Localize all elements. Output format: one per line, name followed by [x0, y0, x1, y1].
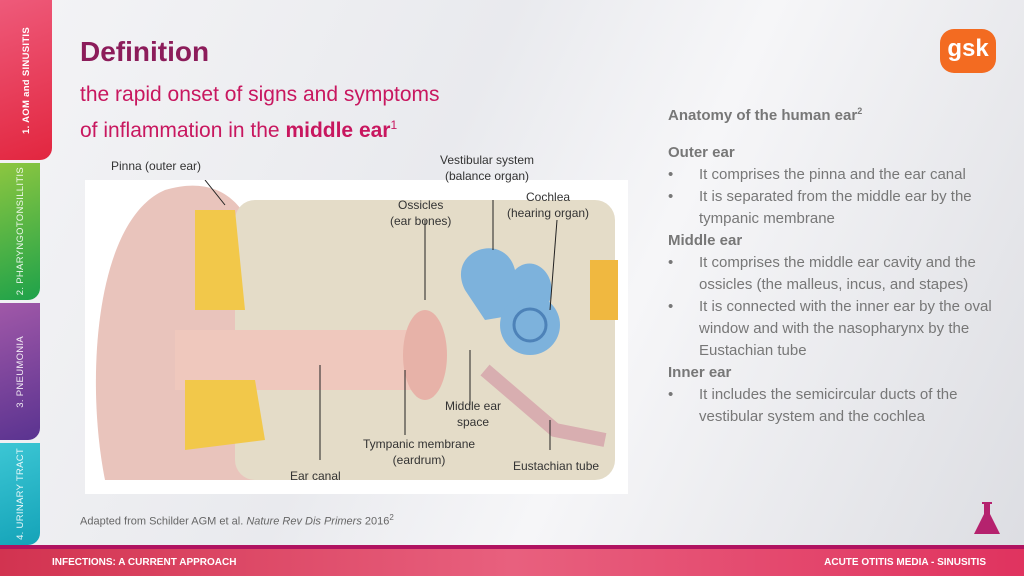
- label-vestibular: Vestibular system (balance organ): [440, 152, 534, 184]
- tab-label: 4. URINARY TRACT: [14, 448, 26, 540]
- tab-pneumonia[interactable]: 3. PNEUMONIA: [0, 303, 40, 440]
- label-text: (ear bones): [390, 214, 452, 228]
- tab-urinary-tract[interactable]: 4. URINARY TRACT: [0, 443, 40, 545]
- label-text: Vestibular system: [440, 153, 535, 167]
- ear-anatomy-figure: Pinna (outer ear) Vestibular system (bala…: [85, 153, 628, 494]
- label-pinna: Pinna (outer ear): [111, 159, 202, 173]
- list-item: It comprises the pinna and the ear canal: [668, 164, 998, 186]
- page-title: Definition: [80, 36, 210, 67]
- label-text: space: [457, 415, 490, 429]
- section-title: Middle ear: [668, 232, 743, 249]
- subtitle-bold: middle ear: [285, 119, 391, 142]
- subtitle-line2: of inflammation in the: [80, 119, 286, 142]
- citation-journal: Nature Rev Dis Primers: [246, 515, 362, 528]
- heading-sup: 2: [857, 106, 863, 116]
- tab-aom-sinusitis[interactable]: 1. AOM and SINUSITIS: [0, 0, 52, 160]
- label-text: Cochlea: [526, 190, 571, 204]
- label-text: Tympanic membrane: [363, 437, 476, 451]
- list-item: It is connected with the inner ear by th…: [668, 296, 998, 362]
- citation: Adapted from Schilder AGM et al. Nature …: [80, 513, 394, 528]
- label-tympanic: Tympanic membrane (eardrum): [363, 436, 475, 468]
- heading-text: Anatomy of the human ear: [668, 107, 858, 124]
- page-subtitle: the rapid onset of signs and symptoms of …: [80, 80, 440, 146]
- footer-bar: INFECTIONS: A CURRENT APPROACH ACUTE OTI…: [0, 545, 1024, 576]
- ear-illustration: [95, 180, 618, 480]
- label-middle-ear: Middle ear space: [445, 398, 501, 430]
- anatomy-heading: Anatomy of the human ear2: [668, 100, 998, 127]
- citation-year: 2016: [361, 515, 390, 528]
- label-cochlea: Cochlea (hearing organ): [507, 189, 589, 221]
- anatomy-panel: Anatomy of the human ear2 Outer ear It c…: [668, 100, 998, 428]
- footer-left: INFECTIONS: A CURRENT APPROACH: [52, 557, 237, 568]
- label-text: (hearing organ): [507, 206, 590, 220]
- section-title: Inner ear: [668, 364, 732, 381]
- label-eustachian: Eustachian tube: [513, 459, 600, 473]
- label-ossicles: Ossicles (ear bones): [390, 197, 451, 229]
- subtitle-line1: the rapid onset of signs and symptoms: [80, 83, 440, 106]
- citation-text: Adapted from Schilder AGM et al.: [80, 515, 247, 528]
- list-item: It is separated from the middle ear by t…: [668, 186, 998, 230]
- gsk-logo: gsk: [940, 29, 996, 73]
- tab-label: 3. PNEUMONIA: [14, 335, 26, 408]
- citation-sup: 2: [389, 513, 394, 522]
- list-item: It includes the semicircular ducts of th…: [668, 384, 998, 428]
- tab-label: 2. PHARYNGOTONSILLITIS: [14, 167, 26, 296]
- label-ear-canal: Ear canal: [290, 469, 341, 483]
- list-item: It comprises the middle ear cavity and t…: [668, 252, 998, 296]
- label-text: (eardrum): [392, 453, 446, 467]
- tab-label: 1. AOM and SINUSITIS: [20, 26, 32, 134]
- footer-right: ACUTE OTITIS MEDIA - SINUSITIS: [824, 557, 986, 568]
- flask-icon: [974, 502, 1000, 534]
- label-text: (balance organ): [444, 169, 530, 183]
- section-title: Outer ear: [668, 144, 735, 161]
- tab-pharyngotonsillitis[interactable]: 2. PHARYNGOTONSILLITIS: [0, 163, 40, 300]
- label-text: Ossicles: [398, 198, 444, 212]
- subtitle-sup: 1: [390, 118, 398, 132]
- label-text: Middle ear: [445, 399, 502, 413]
